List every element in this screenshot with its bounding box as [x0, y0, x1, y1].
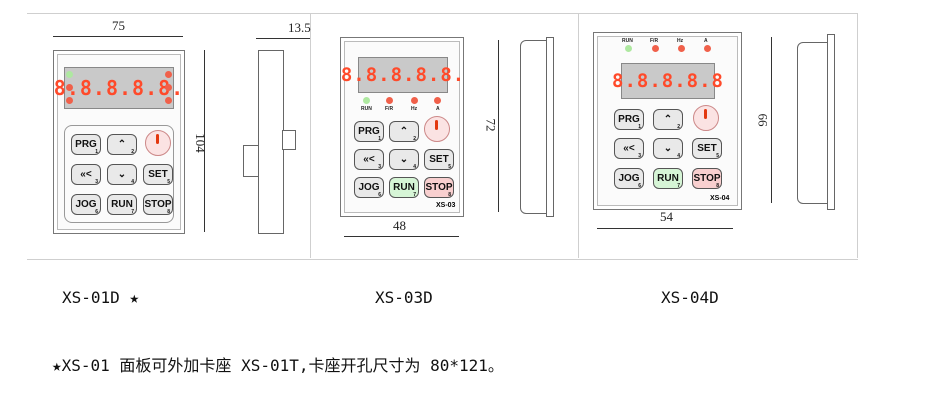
divider [578, 13, 579, 258]
height-dimension: 104 [192, 133, 208, 153]
dimension-line [53, 36, 183, 37]
run-led [363, 97, 370, 104]
potentiometer-knob-icon[interactable] [693, 105, 719, 131]
divider [857, 13, 858, 258]
run-led [66, 71, 73, 78]
led-label: A [436, 106, 440, 112]
hz-led [411, 97, 418, 104]
fr-led [66, 84, 73, 91]
led-label: Hz [411, 106, 418, 112]
xs04d-side-view [797, 42, 829, 204]
fr-led [652, 45, 659, 52]
star-icon: ★ [129, 288, 140, 307]
footnote: ★XS-01 面板可外加卡座 XS-01T,卡座开孔尺寸为 80*121。 [52, 356, 504, 375]
down-key[interactable]: ⌄4 [653, 138, 683, 159]
led [165, 71, 172, 78]
width-dimension: 75 [112, 18, 125, 33]
fr-led [386, 97, 393, 104]
dimension-line [256, 38, 310, 39]
dimension-line [204, 50, 205, 232]
led-label: F/R [385, 106, 394, 112]
led-display: 8.8.8.8.8 [612, 63, 723, 99]
shift-key[interactable]: «<3 [614, 138, 644, 159]
model-label: XS-04 [710, 195, 730, 202]
potentiometer-knob-icon[interactable] [424, 116, 450, 142]
bezel-side [546, 37, 554, 217]
a-led [434, 97, 441, 104]
up-key[interactable]: ⌃2 [107, 134, 137, 155]
shift-key[interactable]: «<3 [354, 149, 384, 170]
down-key[interactable]: ⌄4 [107, 164, 137, 185]
drawing-frame [27, 13, 858, 260]
led-label: F/R [650, 38, 659, 44]
caption-xs01d: XS-01D ★ [62, 288, 140, 307]
knob-side [282, 130, 296, 150]
width-dimension: 54 [660, 209, 673, 224]
divider [310, 13, 311, 258]
run-led [625, 45, 632, 52]
dimension-line [597, 228, 733, 229]
hz-led [678, 45, 685, 52]
height-dimension: 66 [755, 113, 771, 127]
caption-xs03d: XS-03D [375, 288, 433, 307]
led [165, 97, 172, 104]
hz-led [66, 97, 73, 104]
led-display: 8.8.8.8.8. [341, 57, 464, 93]
depth-dimension: 13.5 [288, 20, 311, 35]
led-label: Hz [677, 38, 684, 44]
led-label: RUN [361, 106, 372, 112]
xs03d-side-view [520, 40, 548, 214]
led-label: A [704, 38, 708, 44]
xs01d-side-view [258, 50, 284, 234]
down-key[interactable]: ⌄4 [389, 149, 419, 170]
up-key[interactable]: ⌃2 [653, 109, 683, 130]
dimension-line [771, 37, 772, 203]
caption-xs04d: XS-04D [661, 288, 719, 307]
width-dimension: 48 [393, 218, 406, 233]
led-label: RUN [622, 38, 633, 44]
up-key[interactable]: ⌃2 [389, 121, 419, 142]
a-led [704, 45, 711, 52]
height-dimension: 72 [483, 118, 499, 132]
dimension-line [498, 40, 499, 212]
led-display: 8.8.8.8.8. [54, 67, 183, 109]
model-label: XS-03 [436, 202, 456, 209]
dimension-line [344, 236, 459, 237]
bezel-side [827, 34, 835, 210]
potentiometer-knob-icon[interactable] [145, 130, 171, 156]
shift-key[interactable]: «<3 [71, 164, 101, 185]
connector-side [243, 145, 259, 177]
led [165, 84, 172, 91]
